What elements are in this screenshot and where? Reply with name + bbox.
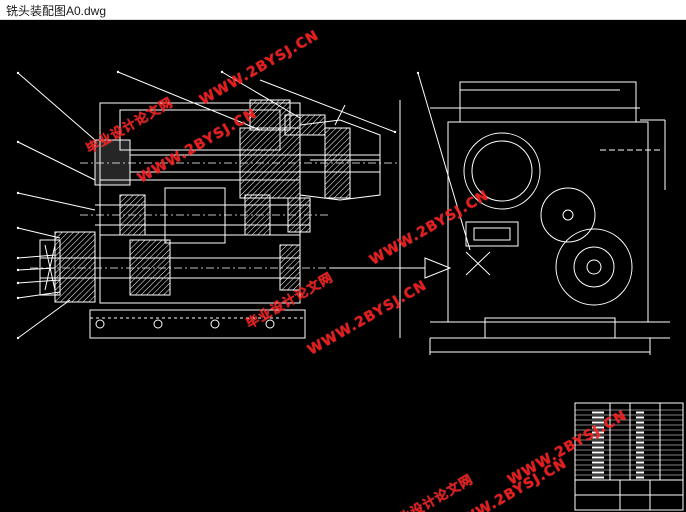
title-block-row-text-mark [636, 461, 644, 464]
file-title: 铣头装配图A0.dwg [6, 4, 107, 18]
leader-endpoint [220, 70, 224, 74]
leader-endpoint [393, 130, 397, 134]
title-block-row-text-mark [592, 456, 604, 459]
title-block-row-text-mark [636, 476, 644, 479]
leader-endpoint [16, 336, 20, 340]
title-block-rows [575, 409, 683, 479]
title-block-row-text-mark [636, 421, 644, 424]
title-block-row-text-mark [636, 471, 644, 474]
title-block-row-text-mark [636, 416, 644, 419]
title-block-row-text-mark [636, 426, 644, 429]
title-block-row-text-mark [592, 416, 604, 419]
title-block-row-text-mark [636, 456, 644, 459]
title-block-row-text-mark [636, 436, 644, 439]
leader-endpoint [16, 140, 20, 144]
leader-endpoint [16, 296, 20, 300]
title-block-row-text-mark [592, 411, 604, 414]
title-block-row-text-mark [592, 426, 604, 429]
assembly-drawing [16, 70, 684, 511]
window-titlebar: 铣头装配图A0.dwg [0, 0, 686, 20]
title-block-row-text-mark [636, 441, 644, 444]
leader-endpoint [16, 256, 20, 260]
title-block-row-text-mark [636, 431, 644, 434]
title-block-row-text-mark [636, 466, 644, 469]
leader-endpoint [16, 191, 20, 195]
side-view [399, 72, 670, 355]
title-block [574, 402, 684, 511]
title-block-row-text-mark [592, 451, 604, 454]
cad-drawing-canvas[interactable]: WWW.2BYSJ.CN 毕业设计论文网 WWW.2BYSJ.CN WWW.2B… [0, 20, 686, 512]
title-block-row-text-mark [636, 411, 644, 414]
title-block-row-text-mark [592, 441, 604, 444]
title-block-row-text-mark [636, 451, 644, 454]
leader-endpoint [16, 226, 20, 230]
section-view [17, 71, 452, 339]
leader-endpoint [16, 281, 20, 285]
title-block-row-text-mark [592, 446, 604, 449]
leader-endpoint [416, 71, 420, 75]
title-block-row-text-mark [592, 421, 604, 424]
leader-endpoint [16, 71, 20, 75]
title-block-row-text-mark [592, 436, 604, 439]
title-block-row-text-mark [592, 431, 604, 434]
leader-endpoint [116, 70, 120, 74]
title-block-row-text-mark [592, 466, 604, 469]
title-block-row-text-mark [592, 471, 604, 474]
leader-endpoint [16, 268, 20, 272]
title-block-row-text-mark [592, 461, 604, 464]
title-block-row-text-mark [636, 446, 644, 449]
title-block-row-text-mark [592, 476, 604, 479]
